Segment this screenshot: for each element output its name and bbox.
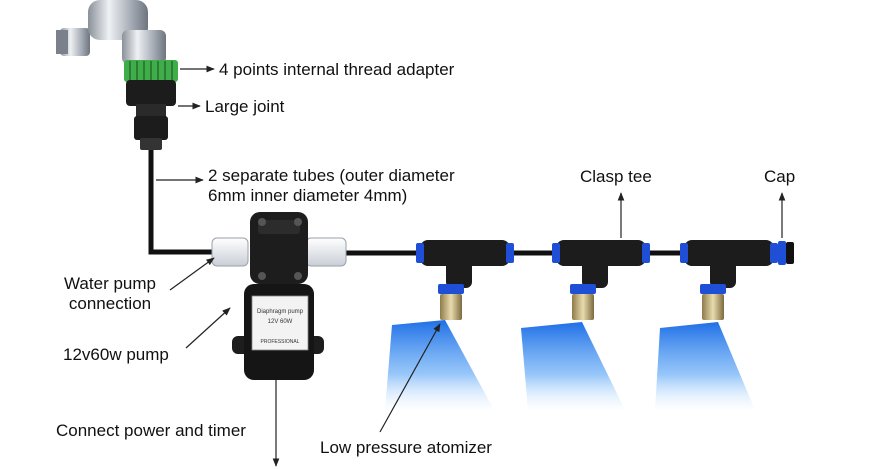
faucet	[56, 0, 166, 64]
label-pump-connection-line2: connection	[68, 294, 152, 313]
label-atomizer: Low pressure atomizer	[320, 438, 492, 457]
label-tubes-line2: 6mm inner diameter 4mm)	[208, 186, 408, 205]
label-pump-connection-line1: Water pump	[64, 274, 156, 293]
pump-sticker-line3: PROFESSIONAL	[261, 339, 300, 345]
label-large-joint: Large joint	[205, 97, 285, 116]
clasp-tee-3	[655, 240, 778, 410]
arrow-pump-connection	[169, 257, 215, 291]
pump-sticker-line2: 12V 60W	[268, 319, 293, 325]
label-cap: Cap	[764, 167, 796, 186]
thread-adapter	[124, 60, 178, 82]
arrow-atomizer	[379, 323, 441, 433]
clasp-tee-1	[385, 240, 514, 410]
pump-sticker-line1: Diaphragm pump	[257, 309, 304, 315]
label-tubes: 2 separate tubes (outer diameter 6mm inn…	[208, 166, 455, 206]
label-power: Connect power and timer	[56, 421, 246, 440]
arrow-pump	[185, 307, 231, 349]
large-joint	[126, 80, 176, 150]
label-adapter: 4 points internal thread adapter	[219, 60, 455, 79]
water-pump	[211, 212, 347, 380]
clasp-tee-2	[521, 240, 650, 410]
label-pump-connection: Water pump connection	[50, 274, 170, 314]
annotation-arrows	[156, 65, 786, 467]
end-cap	[778, 241, 794, 265]
label-tubes-line1: 2 separate tubes (outer diameter	[208, 166, 455, 185]
label-clasp-tee: Clasp tee	[580, 167, 652, 186]
label-pump: 12v60w pump	[63, 345, 169, 364]
